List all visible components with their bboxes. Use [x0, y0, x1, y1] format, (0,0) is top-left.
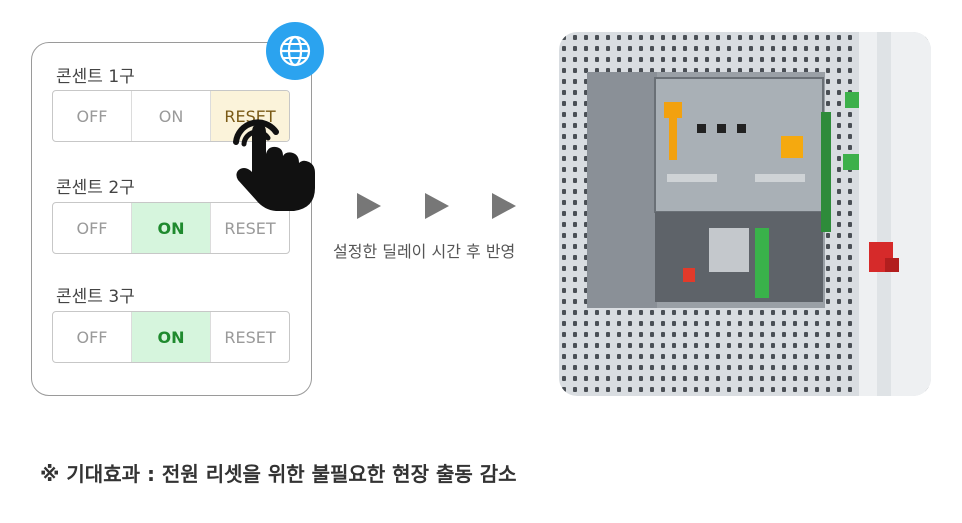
outlet-3-on-button[interactable]: ON — [132, 312, 211, 362]
outlet-1-label: 콘센트 1구 — [56, 67, 135, 87]
outlet-2-off-button[interactable]: OFF — [53, 203, 132, 253]
outlet-2-toggle: OFF ON RESET — [52, 202, 290, 254]
outlet-3-off-button[interactable]: OFF — [53, 312, 132, 362]
device-photo — [559, 32, 931, 396]
delay-caption: 설정한 딜레이 시간 후 반영 — [333, 242, 516, 261]
outlet-1-off-button[interactable]: OFF — [53, 91, 132, 141]
play-arrow-icon — [425, 193, 449, 219]
play-arrow-icon — [357, 193, 381, 219]
outlet-3-reset-button[interactable]: RESET — [224, 327, 276, 347]
outlet-3-toggle: OFF ON RESET — [52, 311, 290, 363]
outlet-1-on-button[interactable]: ON — [132, 91, 211, 141]
outlet-3-label: 콘센트 3구 — [56, 287, 135, 307]
globe-icon[interactable] — [266, 22, 324, 80]
outlet-2-label: 콘센트 2구 — [56, 178, 135, 198]
play-arrow-icon — [492, 193, 516, 219]
outlet-2-on-button[interactable]: ON — [132, 203, 211, 253]
outlet-2-reset-button[interactable]: RESET — [224, 218, 276, 238]
tap-hand-icon — [228, 110, 328, 218]
expected-effect-note: ※ 기대효과 : 전원 리셋을 위한 불필요한 현장 출동 감소 — [40, 462, 517, 486]
